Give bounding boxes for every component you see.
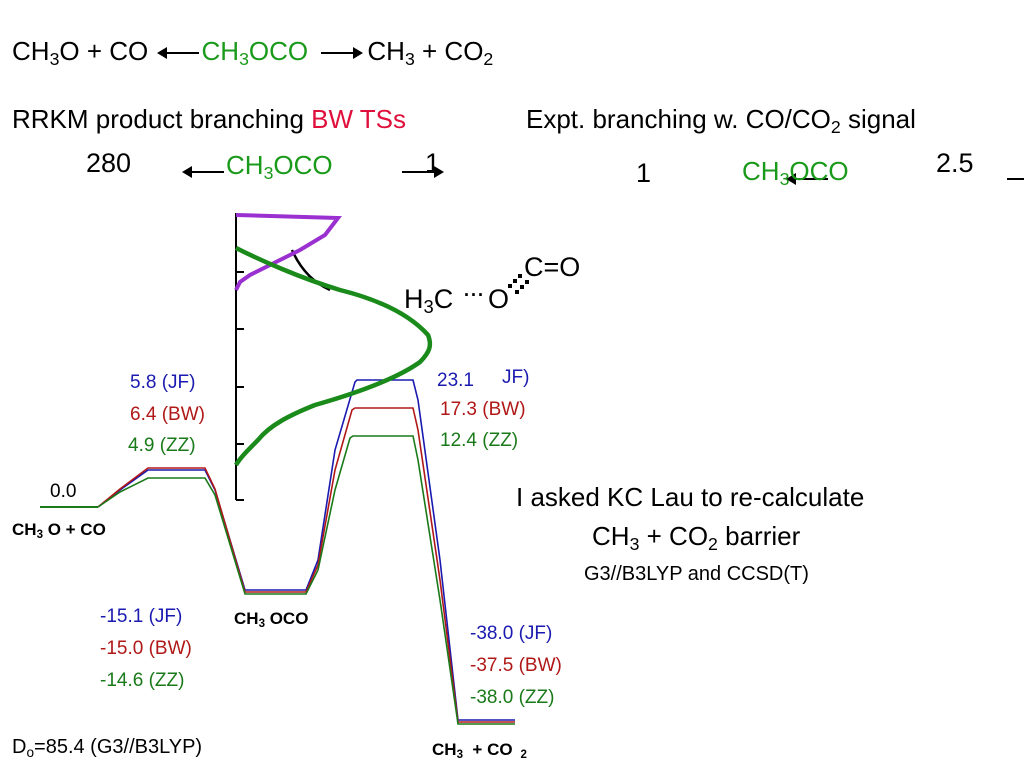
rrkm-label-highlight: BW TSs xyxy=(311,104,406,134)
molecule-h3c: H3C xyxy=(404,284,454,318)
expt-left-value: 1 xyxy=(636,158,652,188)
product-bw: -37.5 (BW) xyxy=(470,655,562,676)
ts2-jf-tag: JF) xyxy=(502,367,530,388)
rrkm-label-text: RRKM product branching xyxy=(12,104,312,134)
product-zz: -38.0 (ZZ) xyxy=(470,687,555,708)
reaction-left: CH3O + CO xyxy=(12,36,149,69)
well-zz: -14.6 (ZZ) xyxy=(100,670,185,691)
molecule-co: C=O xyxy=(524,252,581,282)
arrow-left-icon xyxy=(156,47,199,60)
ts2-jf-value: 23.1 xyxy=(437,370,474,391)
rrkm-left-value: 280 xyxy=(86,148,132,178)
expt-label: Expt. branching w. CO/CO2 signal xyxy=(526,104,916,137)
arrow-left-icon xyxy=(182,165,224,178)
well-label: CH3 OCO xyxy=(234,609,309,631)
molecule-bond-marks xyxy=(508,274,529,294)
expt-right-value: 2.5 xyxy=(936,148,974,178)
arrow-right-icon xyxy=(402,165,445,178)
rrkm-right-value: 1 xyxy=(425,148,441,178)
green-distribution-curve xyxy=(234,245,433,467)
reaction-right: CH3 + CO2 xyxy=(367,36,494,69)
expt-middle: CH3OCO xyxy=(742,156,849,189)
note-line2: CH3 + CO2 barrier xyxy=(592,521,801,554)
arrow-left-icon xyxy=(785,172,828,185)
reactant-label: CH3 O + CO xyxy=(12,520,106,542)
ts1-zz: 4.9 (ZZ) xyxy=(128,435,196,456)
well-bw: -15.0 (BW) xyxy=(100,638,192,659)
rrkm-middle: CH3OCO xyxy=(226,150,333,183)
arrow-right-icon xyxy=(321,47,364,60)
ts1-bw: 6.4 (BW) xyxy=(130,404,205,425)
zz-profile xyxy=(97,435,515,725)
jf-profile xyxy=(97,379,515,721)
note-line3: G3//B3LYP and CCSD(T) xyxy=(584,563,809,585)
ts1-jf: 5.8 (JF) xyxy=(130,372,196,393)
reactant-zero: 0.0 xyxy=(50,481,77,502)
molecule-dots: ··· xyxy=(462,278,485,308)
ts2-bw: 17.3 (BW) xyxy=(440,399,526,420)
product-jf: -38.0 (JF) xyxy=(470,623,553,644)
bw-profile xyxy=(97,407,515,723)
ts2-zz: 12.4 (ZZ) xyxy=(440,430,519,451)
product-label: CH3 + CO 2 xyxy=(432,740,527,762)
arrow-right-icon xyxy=(1007,177,1024,180)
reaction-equation: CH3O + CO CH3OCO CH3 + CO2 xyxy=(12,36,494,69)
rrkm-label: RRKM product branching BW TSs xyxy=(12,104,406,135)
note-line1: I asked KC Lau to re-calculate xyxy=(516,482,865,512)
d0-footnote: Do=85.4 (G3//B3LYP) xyxy=(12,736,203,760)
molecule-o: O xyxy=(488,284,510,314)
purple-distribution-curve xyxy=(234,213,342,291)
well-jf: -15.1 (JF) xyxy=(100,606,183,627)
reaction-middle: CH3OCO xyxy=(201,36,309,69)
